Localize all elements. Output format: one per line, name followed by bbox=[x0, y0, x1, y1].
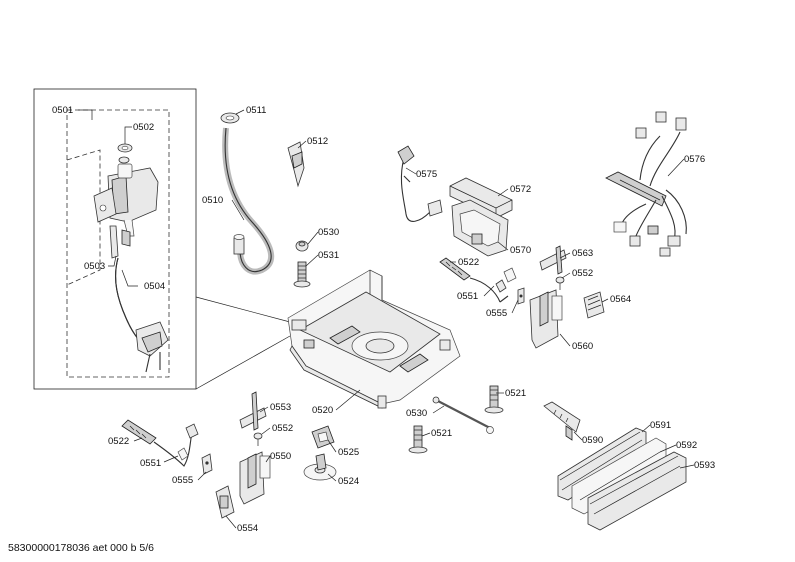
label-0511: 0511 bbox=[246, 105, 266, 116]
part-0530-nut bbox=[295, 240, 309, 252]
part-0552-screw-lower bbox=[253, 432, 263, 446]
part-0524-float-disc bbox=[303, 453, 337, 481]
label-0555-upper: 0555 bbox=[486, 308, 507, 319]
part-0530-rod bbox=[432, 396, 494, 434]
part-0555-clip-lower bbox=[201, 453, 213, 475]
part-0511-clamp bbox=[220, 112, 240, 124]
label-0590: 0590 bbox=[582, 435, 603, 446]
label-0503: 0503 bbox=[84, 261, 105, 272]
part-0510-drain-hose bbox=[222, 127, 274, 275]
part-0550-mounting-plate bbox=[239, 451, 271, 505]
label-0504: 0504 bbox=[144, 281, 165, 292]
label-0560: 0560 bbox=[572, 341, 593, 352]
label-0551-upper: 0551 bbox=[457, 291, 478, 302]
label-0553: 0553 bbox=[270, 402, 291, 413]
label-0554: 0554 bbox=[237, 523, 258, 534]
label-0530-lower: 0530 bbox=[406, 408, 427, 419]
part-labels: 0501 0502 0503 0504 0510 0511 0512 0520 … bbox=[52, 105, 715, 534]
part-0555-clip-upper bbox=[517, 287, 525, 305]
label-0572: 0572 bbox=[510, 184, 531, 195]
part-0554-bracket bbox=[215, 485, 235, 519]
part-0512-bracket bbox=[287, 141, 305, 188]
label-0564: 0564 bbox=[610, 294, 631, 305]
part-0522-sensor-upper bbox=[439, 257, 471, 281]
label-0563: 0563 bbox=[572, 248, 593, 259]
label-0551-lower: 0551 bbox=[140, 458, 161, 469]
label-0525: 0525 bbox=[338, 447, 359, 458]
label-0576: 0576 bbox=[684, 154, 705, 165]
part-0521-foot-left bbox=[408, 425, 428, 454]
part-0521-foot-right bbox=[484, 385, 504, 414]
label-0520: 0520 bbox=[312, 405, 333, 416]
label-0512: 0512 bbox=[307, 136, 328, 147]
label-0501: 0501 bbox=[52, 105, 73, 116]
label-0524: 0524 bbox=[338, 476, 359, 487]
part-0501-valve-assembly bbox=[93, 163, 159, 259]
part-0551-cable-upper bbox=[469, 267, 517, 303]
label-0522-lower: 0522 bbox=[108, 436, 129, 447]
label-0531: 0531 bbox=[318, 250, 339, 261]
part-0504-hose bbox=[115, 257, 169, 373]
label-0510: 0510 bbox=[202, 195, 223, 206]
label-0592: 0592 bbox=[676, 440, 697, 451]
label-0555-lower: 0555 bbox=[172, 475, 193, 486]
part-0552-screw-upper bbox=[555, 276, 565, 290]
detail-inset bbox=[33, 88, 291, 390]
label-0521-left: 0521 bbox=[431, 428, 452, 439]
part-0553-bracket bbox=[239, 391, 267, 431]
part-0551-cable-lower bbox=[153, 423, 199, 467]
label-0575: 0575 bbox=[416, 169, 437, 180]
part-0520-base-tub bbox=[287, 269, 461, 409]
part-0531-adjustable-foot bbox=[293, 261, 311, 288]
label-0591: 0591 bbox=[650, 420, 671, 431]
label-0522-upper: 0522 bbox=[458, 257, 479, 268]
part-0564-holder bbox=[583, 291, 605, 319]
part-0570-housing bbox=[451, 199, 509, 257]
part-0575-cable bbox=[397, 145, 443, 222]
part-0593-panel bbox=[587, 451, 687, 531]
document-code: 58300000178036 aet 000 b 5/6 bbox=[8, 542, 154, 554]
label-0530-upper: 0530 bbox=[318, 227, 339, 238]
part-0590-strip bbox=[543, 401, 581, 441]
part-0572-cover bbox=[449, 177, 513, 219]
label-0552-lower: 0552 bbox=[272, 423, 293, 434]
part-0563-bracket bbox=[539, 245, 567, 275]
label-0550: 0550 bbox=[270, 451, 291, 462]
part-0560-mounting-plate bbox=[529, 289, 563, 349]
label-0593: 0593 bbox=[694, 460, 715, 471]
label-0552-upper: 0552 bbox=[572, 268, 593, 279]
leader-lines bbox=[78, 109, 695, 529]
label-0502: 0502 bbox=[133, 122, 154, 133]
part-0525-connector bbox=[311, 425, 335, 449]
part-0502-seal-ring bbox=[117, 143, 133, 164]
label-0570: 0570 bbox=[510, 245, 531, 256]
label-0521-right: 0521 bbox=[505, 388, 526, 399]
part-0522-sensor-lower bbox=[121, 419, 157, 445]
part-0576-wiring-harness bbox=[605, 111, 687, 257]
